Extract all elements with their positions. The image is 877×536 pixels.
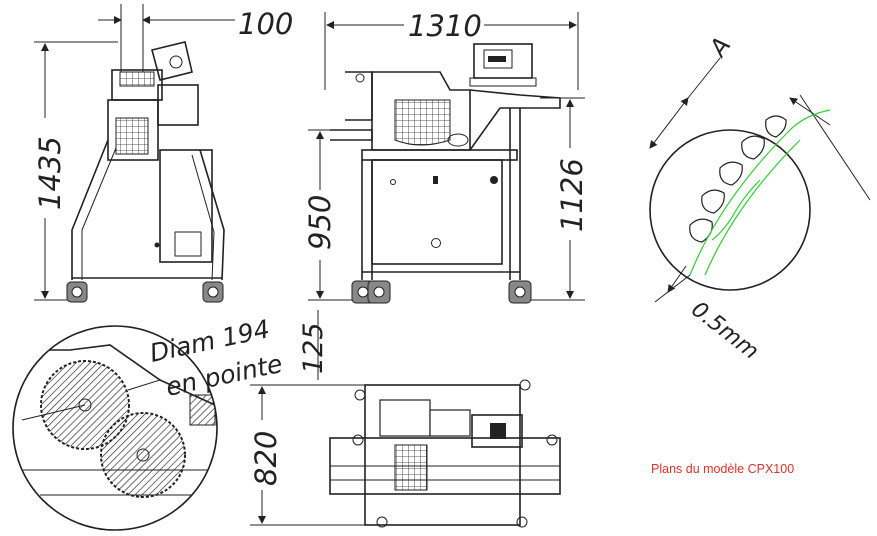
gap-label: 0.5mm [686,297,763,365]
dim-950-label: 950 [303,195,337,250]
dim-100-label: 100 [238,7,293,41]
dim-1435-label: 1435 [33,136,67,210]
top-view: 125 820 [248,310,561,528]
front-view: 1310 950 1126 [300,9,589,304]
dim-1126-label: 1126 [555,158,589,232]
dim-1310-label: 1310 [408,9,482,43]
plans-caption: Plans du modèle CPX100 [651,462,795,476]
dim-125-label: 125 [298,322,329,374]
side-view: 100 1435 [30,4,293,303]
roller-detail-view: Diam 194 en pointe [12,314,285,531]
detail-a-view: A 0.5mm [649,32,871,365]
dim-820-label: 820 [249,431,283,486]
